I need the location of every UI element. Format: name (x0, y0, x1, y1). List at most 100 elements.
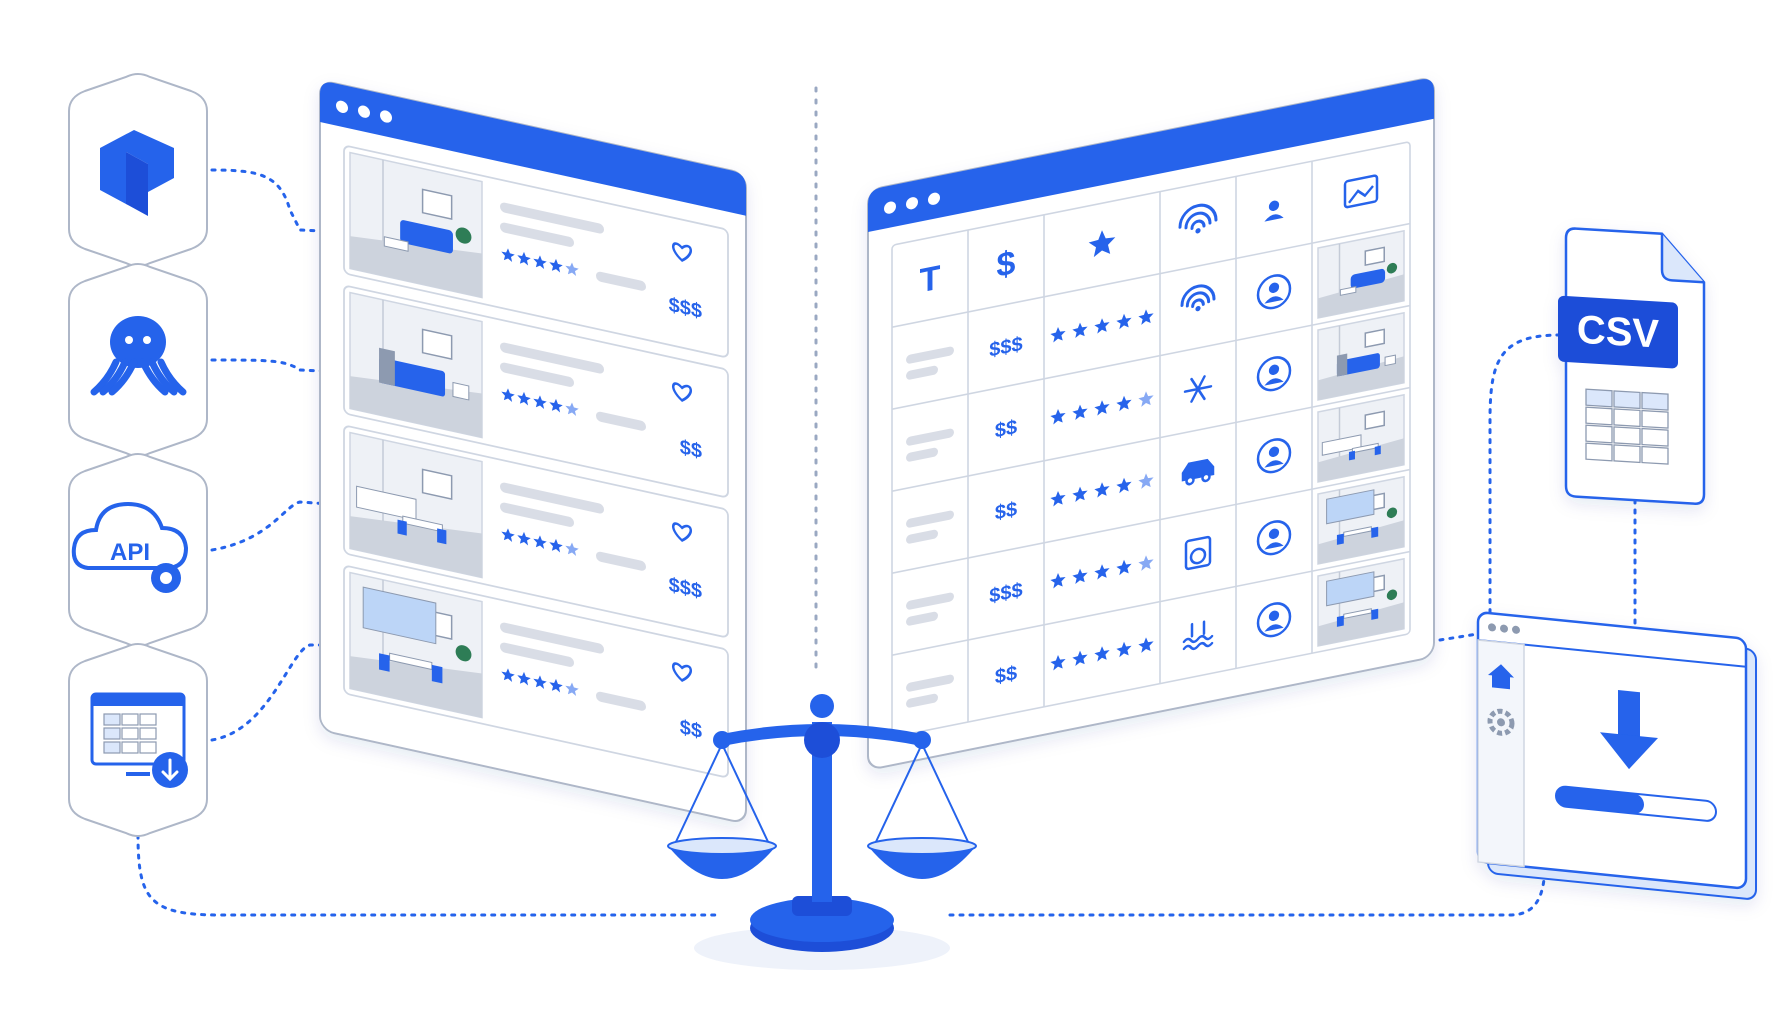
user-icon-body (1264, 624, 1284, 632)
api-label: API (110, 539, 150, 566)
csv-grid-cell (1613, 426, 1641, 446)
meta-placeholder (596, 691, 646, 711)
wifi-arc (1185, 291, 1211, 308)
star-icon (1116, 477, 1132, 494)
table-cell (103, 741, 121, 754)
star-icon (1116, 395, 1132, 412)
plant (1386, 589, 1398, 601)
progress-fill (1556, 786, 1644, 814)
scale-chains (673, 743, 971, 847)
home-icon (1488, 664, 1514, 690)
connector-source-1 (210, 168, 347, 234)
window-dot (358, 105, 370, 118)
scale-finial (810, 694, 834, 718)
source-octopus (68, 263, 208, 457)
octopus-eye (143, 336, 151, 344)
scale-right-pan (868, 846, 976, 879)
listings-card: $$$$$$$$$$ (319, 81, 747, 822)
counter (1321, 434, 1362, 456)
star-icon (1050, 490, 1066, 507)
user-icon-head (1268, 364, 1280, 376)
row-price: $$ (995, 498, 1017, 524)
subtitle-placeholder (500, 362, 574, 387)
sofa (400, 220, 453, 254)
subtitle-placeholder (500, 222, 574, 247)
csv-grid-cell (1641, 391, 1669, 411)
title-placeholder (906, 510, 954, 528)
photo-window (1364, 246, 1385, 267)
star-icon (1138, 309, 1154, 325)
user-icon-body (1264, 378, 1284, 386)
user-icon-body (1264, 214, 1284, 222)
star-icon (1094, 564, 1110, 580)
nightstand (1384, 354, 1396, 367)
cloud-shape (71, 501, 189, 570)
star-icon (565, 262, 579, 277)
snowflake-spoke (1190, 375, 1206, 403)
gear-hub (1497, 718, 1505, 727)
title-placeholder (906, 592, 954, 610)
star-icon (1050, 654, 1066, 671)
star-icon (1094, 400, 1110, 416)
photo-frame (1343, 174, 1379, 209)
octopus-tentacle (157, 358, 187, 396)
star-icon (517, 531, 531, 546)
meta-placeholder (596, 551, 646, 571)
star-icon (533, 535, 547, 550)
source-scraper-cube (68, 73, 208, 267)
subtitle-placeholder (906, 447, 938, 462)
title-placeholder (906, 428, 954, 446)
star-icon (1116, 313, 1132, 330)
scraper-cube-icon (100, 130, 174, 216)
table (1343, 608, 1372, 620)
user-icon (1256, 602, 1292, 638)
sofa (1350, 268, 1386, 289)
table-row: $$$ (906, 229, 1405, 380)
photo-column-icon (1343, 174, 1379, 209)
listings-card-titlebar (320, 82, 746, 216)
octopus-icon (90, 316, 187, 396)
wifi-arc (1191, 298, 1205, 308)
plant (1386, 507, 1398, 519)
csv-file: CSV (1558, 227, 1706, 505)
star-icon (1050, 326, 1066, 343)
photo-floor (1318, 520, 1404, 564)
large-window (1326, 489, 1375, 525)
row-price: $$ (995, 416, 1017, 442)
rating-column-icon (1088, 230, 1116, 258)
window-dot (1512, 625, 1520, 634)
star-icon (1116, 559, 1132, 576)
room-photo-living-room (349, 151, 483, 299)
heart-icon (672, 662, 692, 682)
headboard (1336, 353, 1348, 377)
counter (356, 485, 417, 521)
table (402, 515, 443, 533)
right-chain (873, 743, 971, 847)
star-icon (1094, 318, 1110, 334)
export-window (1476, 611, 1757, 900)
wifi-arc (1178, 203, 1218, 229)
pool-wave (1182, 641, 1214, 651)
table-cell (121, 713, 139, 726)
user-icon (1256, 274, 1292, 310)
subtitle-placeholder (906, 365, 938, 380)
window-dot (1500, 624, 1508, 633)
user-icon-head (1268, 610, 1280, 622)
photo-window (1364, 328, 1385, 349)
meta-placeholder (596, 411, 646, 431)
csv-file-body: CSV (1558, 227, 1706, 505)
source-api-cloud-gear: API (68, 453, 208, 647)
washer-icon (1184, 535, 1212, 571)
octopus-tentacle (108, 358, 138, 396)
pool-wave (1182, 634, 1214, 644)
title-placeholder (500, 202, 604, 234)
title-placeholder (500, 482, 604, 514)
user-icon-body (1264, 542, 1284, 550)
table-cell (121, 727, 139, 740)
table-row: $$ (906, 311, 1405, 462)
octopus-tentacle (148, 358, 178, 396)
connector-source-4 (210, 643, 347, 742)
star-icon (549, 398, 563, 413)
